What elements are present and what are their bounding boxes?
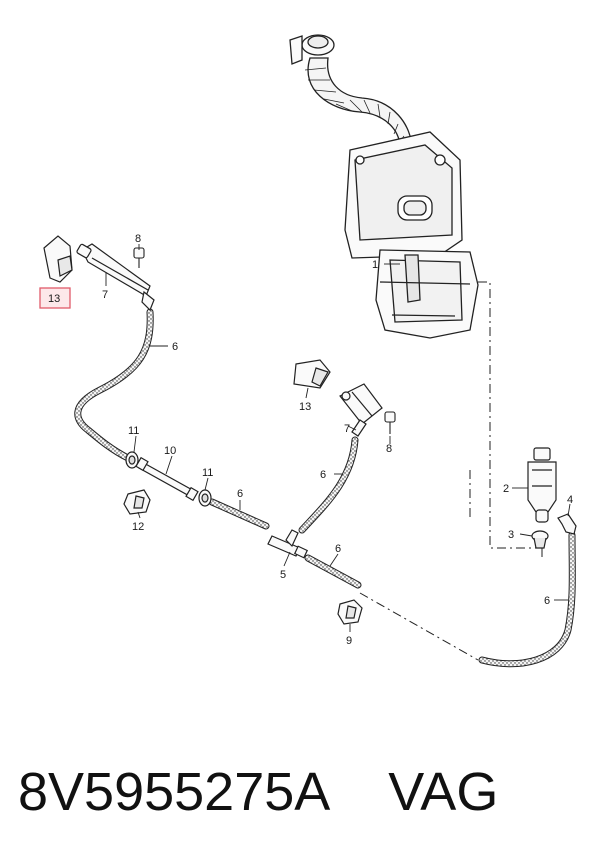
callout-4: 4	[567, 494, 573, 506]
callout-13a-highlight-box	[39, 287, 71, 309]
callout-10: 10	[164, 445, 176, 457]
washer-nozzle-right	[339, 383, 383, 437]
nozzle-cover-right	[293, 359, 331, 389]
leader-lines	[105, 244, 571, 632]
washer-nozzle-left	[76, 243, 155, 312]
washer-hoses	[74, 308, 576, 668]
callout-8b: 8	[386, 443, 392, 455]
connector-tube	[135, 456, 199, 502]
callout-12: 12	[132, 521, 144, 533]
hose-holder-9	[337, 599, 363, 625]
callout-7a: 7	[102, 289, 108, 301]
callout-7b: 7	[344, 423, 350, 435]
callout-2: 2	[503, 483, 509, 495]
callout-6e: 6	[544, 595, 550, 607]
t-piece-connector	[267, 529, 309, 559]
pump-grommet	[531, 530, 549, 549]
reference-lines	[359, 281, 543, 661]
bolt-left	[133, 247, 145, 268]
part-footer: 8V5955275A VAG	[18, 752, 588, 832]
callout-11b: 11	[202, 467, 213, 479]
callout-9: 9	[346, 635, 352, 647]
bolt-right	[384, 411, 396, 434]
nozzle-cover-left	[43, 235, 73, 283]
callout-6c: 6	[320, 469, 326, 481]
callout-3: 3	[508, 529, 514, 541]
callout-11a: 11	[128, 425, 139, 437]
brand-name: VAG	[388, 762, 499, 822]
callout-6b: 6	[237, 488, 243, 500]
callout-13b: 13	[299, 401, 311, 413]
callout-8a: 8	[135, 233, 141, 245]
hose-holder-12	[123, 489, 151, 515]
washer-reservoir	[289, 34, 479, 339]
parts-diagram: 1 2 3 4 5 6 6 6 6 6 7 7 8 8 9 10 11 11 1…	[39, 34, 577, 668]
callout-6a: 6	[172, 341, 178, 353]
elbow-connector	[557, 513, 577, 535]
callout-6d: 6	[335, 543, 341, 555]
callout-1: 1	[372, 259, 378, 271]
washer-pump	[527, 447, 557, 523]
callout-13a: 13	[48, 293, 60, 305]
callout-labels: 1 2 3 4 5 6 6 6 6 6 7 7 8 8 9 10 11 11 1…	[39, 233, 573, 647]
part-number: 8V5955275A	[18, 762, 331, 822]
callout-5: 5	[280, 569, 286, 581]
